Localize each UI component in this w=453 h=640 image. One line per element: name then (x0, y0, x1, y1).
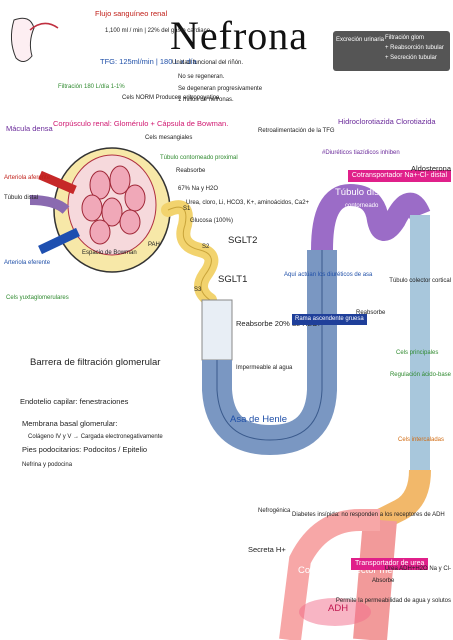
tubulo-colector-cortical: Túbulo colector cortical (389, 278, 451, 284)
macula-densa-label: Mácula densa (6, 124, 53, 133)
distal-tubule (311, 183, 431, 251)
cels-intercaladas: Cels intercaladas (398, 437, 445, 443)
connecting-segment (375, 469, 431, 530)
barrera-label: Barrera de filtración glomerular (30, 357, 161, 368)
diureticos-tiazidicos: #Diuréticos tiazídicos inhiben (322, 150, 400, 156)
efferent-arteriole (38, 227, 80, 255)
arteriola-eferente-label: Arteriola eferente (4, 260, 51, 266)
celulas-norm: Cels NORM Producen eritropoyetina (122, 95, 220, 101)
transportador-urea-box: Transportador de urea (351, 558, 429, 571)
contorneado-label: contorneado (345, 203, 379, 209)
tubulo-distal-label: Túbulo distal (335, 187, 389, 198)
espacio-bowman-label: Espacio de Bowman (82, 250, 137, 256)
segment-s3: S3 (194, 287, 202, 293)
filtracion-glom: Filtración 180 L/día 1-1% (58, 84, 125, 90)
proximal-tubule-outline (167, 206, 212, 301)
asa-henle-label: Asa de Henle (230, 414, 288, 425)
corpusculo-label: Corpúsculo renal: Glomérulo + Cápsula de… (53, 119, 229, 128)
absorbe-label: Absorbe (372, 578, 395, 584)
diureticos-asa: Aquí actúan los diuréticos de asa (284, 272, 373, 278)
cotransportador-box: Cotransportador Na+-Cl- distal (347, 170, 451, 183)
renal-vessel-sketch (29, 22, 59, 31)
proximal-glucosa: Glucosa (100%) (190, 218, 234, 224)
arteriola-aferente-label: Arteriola aferente (4, 175, 51, 181)
descending-limb-thin (201, 299, 233, 361)
sglt1-label: SGLT1 (218, 274, 248, 285)
afferent-arteriole (38, 170, 77, 195)
segment-s1: S1 (183, 206, 191, 212)
page-title: Nefrona (170, 13, 309, 58)
impermeable-agua: Impermeable al agua (236, 365, 293, 371)
colageno-label: Colágeno IV y V → Cargada electronegativ… (28, 434, 163, 440)
legend-filtracion: Filtración glom (385, 35, 425, 41)
regulacion-acido-base: Regulación ácido-base (389, 372, 451, 378)
loop-of-henle-outline (216, 250, 323, 441)
legend-excrecion: Excreción urinaria (336, 37, 385, 43)
proximal-iones: 67% Na y H2O (178, 186, 219, 192)
distal-reabsorbe: Reabsorbe (356, 310, 386, 316)
tfg-label: TFG: 125ml/min | 180 L x día (100, 57, 197, 66)
permite-label: Permite la permeabilidad de agua y solut… (335, 598, 451, 604)
rama-ascendente-box: Rama ascendente gruesa (292, 314, 367, 325)
endotelio-label: Endotelio capilar: fenestraciones (20, 397, 129, 406)
legend-secrecion: + Secreción tubular (385, 55, 437, 61)
adh-label: ADH (328, 603, 349, 614)
segment-s2: S2 (202, 244, 210, 250)
se-degeneran: Se degeneran progresivamente (178, 86, 263, 92)
pah-label: PAH (148, 242, 160, 248)
nefrina-label: Nefrina y podocina (22, 462, 73, 468)
nefrogenica: Nefrogénica (258, 508, 291, 514)
reabsorbe-agua: Reabsorbe 20% de H2O. (236, 319, 320, 328)
no-regeneran: No se regeneran. (178, 74, 225, 80)
legend-box (333, 31, 450, 71)
cels-yuxtaglomerulares-label: Cels yuxtaglomerulares (6, 295, 69, 301)
secreta-h: Secreta H+ (248, 545, 286, 554)
diabetes-insipida: Diabetes insípida: no responden a los re… (292, 512, 445, 518)
aldosterona-label: Aldosterona (410, 164, 451, 173)
conducto-colector-label: Conducto Colector medular (298, 565, 414, 576)
hidroclorotiazida-label: Hidroclorotiazida Clorotiazida (338, 117, 436, 126)
proximal-urea: Urea, cloro, Li, HCO3, K+, aminoácidos, … (186, 200, 310, 206)
colector-urea: Urea ADH+H2O Na y Cl- (384, 566, 451, 572)
pies-label: Pies podocitarios: Podocitos / Epitelio (22, 445, 148, 454)
proximal-title: Túbulo contorneado proximal (160, 155, 238, 161)
collecting-duct-body (279, 509, 380, 640)
kidney-sketch (10, 17, 35, 62)
proximal-reabsorbe: Reabsorbe (176, 168, 206, 174)
membrana-label: Membrana basal glomerular: (22, 419, 118, 428)
sglt2-label: SGLT2 (228, 235, 258, 246)
glomerular-capillaries (81, 165, 146, 245)
macula-densa-tubule (29, 195, 70, 214)
adh-highlight (299, 598, 371, 626)
flujo-sanguineo-label: Flujo sanguíneo renal (95, 9, 168, 18)
unidad-funcional: Unidad funcional del riñón. (172, 60, 244, 66)
cels-principales: Cels principales (396, 350, 439, 356)
collecting-duct-medullary (353, 518, 397, 640)
retroalimentacion-label: Retroalimentación de la TFG (258, 128, 335, 134)
legend-reabsorcion: + Reabsorción tubular (385, 45, 444, 51)
tubulo-distal-small-label: Túbulo distal (4, 195, 39, 201)
cels-mesangiales-label: Cels mesangiales (145, 135, 193, 141)
un-millon: 1 millón de nefronas. (178, 97, 234, 103)
flujo-values: 1,100 ml / min | 22% del gasto cardiaco (105, 28, 210, 34)
